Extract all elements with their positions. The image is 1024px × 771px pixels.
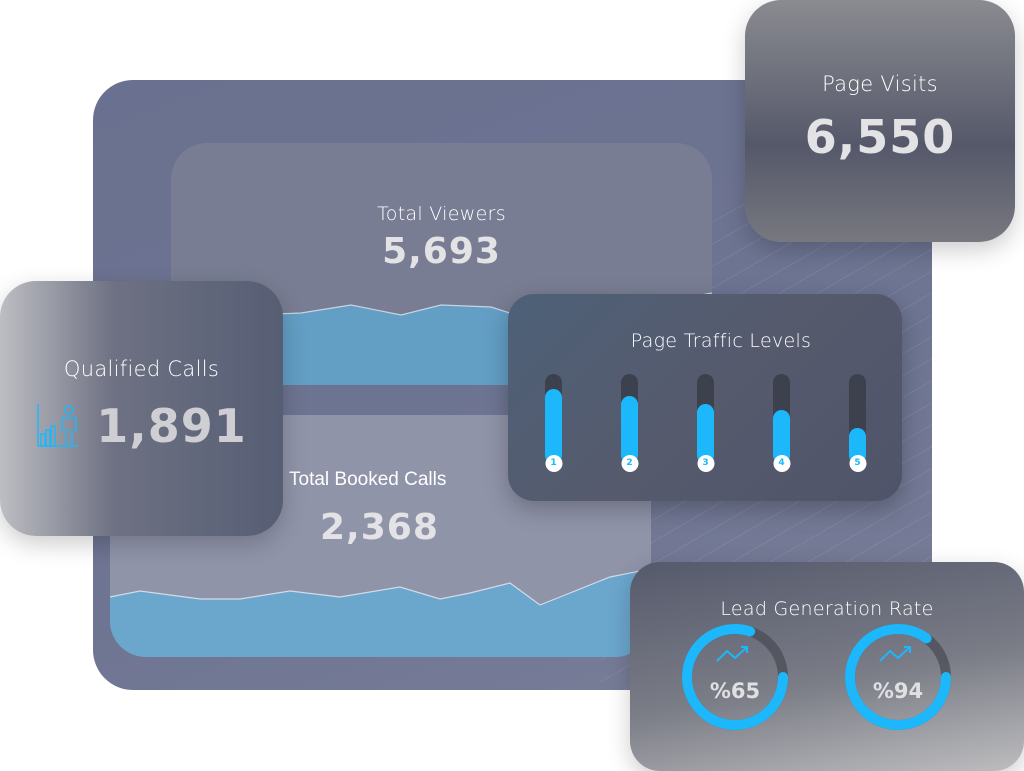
traffic-bar: 5 (849, 374, 866, 472)
lead-rate-ring: %94 (838, 617, 958, 737)
qualified-calls-card: Qualified Calls 1,891 (0, 281, 283, 536)
card-title: Page Traffic Levels (630, 330, 812, 352)
traffic-bar: 3 (697, 374, 714, 472)
ring-gauge (845, 624, 951, 730)
card-value: 1,891 (96, 399, 247, 453)
traffic-bar-fill (621, 395, 638, 464)
card-title: Lead Generation Rate (720, 598, 934, 620)
page-traffic-card: Page Traffic Levels 1 2 3 4 5 (508, 294, 902, 501)
trend-up-icon (879, 646, 911, 662)
traffic-bar: 1 (545, 374, 562, 472)
lead-generation-card: Lead Generation Rate %65 %94 (630, 562, 1024, 771)
card-title: Total Viewers (377, 203, 506, 225)
lead-rate-ring: %65 (675, 617, 795, 737)
traffic-bar-fill (697, 403, 714, 464)
ring-gauge (682, 624, 788, 730)
traffic-bar-fill (773, 410, 790, 464)
ring-value: %65 (709, 679, 761, 703)
card-value: 5,693 (382, 231, 501, 272)
card-value: 2,368 (320, 507, 439, 548)
traffic-bar-label: 2 (621, 455, 638, 472)
trend-up-icon (716, 646, 748, 662)
card-title: Total Booked Calls (289, 469, 447, 490)
ring-value: %94 (872, 679, 924, 703)
card-title: Qualified Calls (63, 357, 220, 381)
traffic-bar-fill (545, 389, 562, 464)
traffic-bar-label: 5 (849, 455, 866, 472)
traffic-bar-label: 4 (773, 455, 790, 472)
page-visits-card: Page Visits 6,550 (745, 0, 1015, 242)
card-value: 6,550 (804, 110, 956, 164)
booked-calls-area-chart (110, 568, 651, 657)
chart-person-icon (37, 404, 79, 447)
traffic-bar: 4 (773, 374, 790, 472)
traffic-bar-label: 3 (697, 455, 714, 472)
traffic-bar-label: 1 (545, 455, 562, 472)
traffic-bar: 2 (621, 374, 638, 472)
card-title: Page Visits (822, 72, 938, 96)
